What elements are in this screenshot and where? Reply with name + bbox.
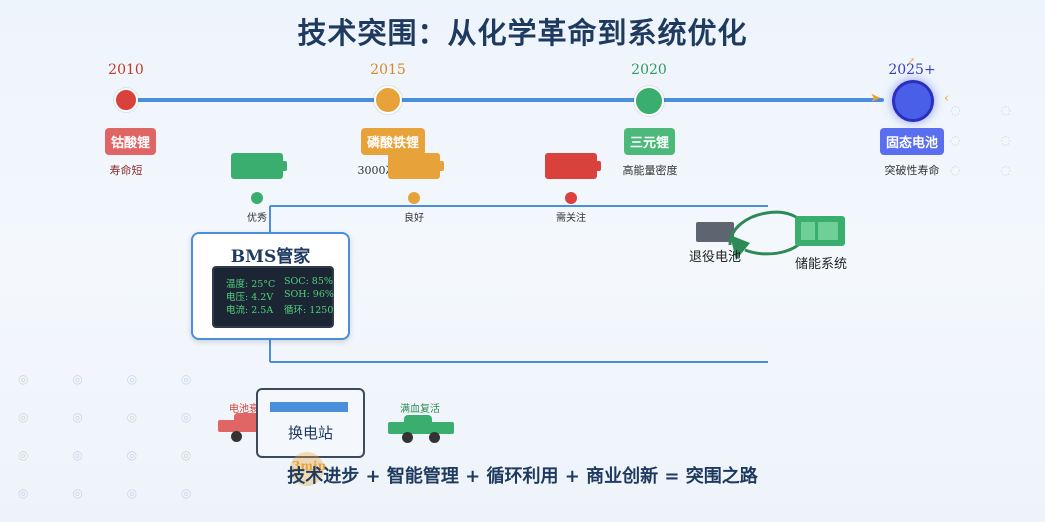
timeline-tag-ncm: 三元锂 xyxy=(624,128,676,155)
wheel-icon xyxy=(231,431,242,442)
swap-time-badge xyxy=(290,452,324,486)
bms-panel: BMS管家 温度: 25°C SOC: 85% 电压: 4.2V SOH: 96… xyxy=(191,232,350,340)
full-car-label: 满血复活 xyxy=(400,404,440,415)
timeline-tag-lco: 钴酸锂 xyxy=(105,128,157,155)
bms-temperature: 温度: 25°C xyxy=(226,279,276,290)
timeline-dot-2010 xyxy=(114,88,138,112)
retired-battery-label: 退役电池 xyxy=(689,250,742,265)
timeline-dot-2015 xyxy=(374,86,402,114)
sparkle-icon: ‹ xyxy=(944,91,950,106)
station-battery-bar xyxy=(270,402,348,412)
bms-screen: 温度: 25°C SOC: 85% 电压: 4.2V SOH: 96% 电流: … xyxy=(212,266,334,328)
bms-cycles: 循环: 1250 xyxy=(284,305,334,316)
storage-system-label: 储能系统 xyxy=(795,257,848,272)
wheel-icon xyxy=(402,432,413,443)
battery-icon-good xyxy=(388,153,444,179)
low-car-roof-icon xyxy=(234,413,260,423)
health-label-warning: 需关注 xyxy=(556,213,586,224)
timeline-year-2020: 2020 xyxy=(631,62,667,78)
timeline-line xyxy=(124,98,884,102)
full-car-roof-icon xyxy=(404,415,432,425)
bms-current: 电流: 2.5A xyxy=(226,305,274,316)
low-car-label: 电池衰减 xyxy=(229,404,269,415)
sparkle-icon: ↗ xyxy=(906,55,916,68)
timeline-note-2025: 突破性寿命 xyxy=(884,164,940,177)
timeline-dot-2025 xyxy=(892,80,934,122)
bms-title: BMS管家 xyxy=(230,247,311,267)
timeline-tag-lfp: 磷酸铁锂 xyxy=(361,128,426,155)
timeline-year-2025: 2025+ xyxy=(888,62,936,78)
retired-battery-icon xyxy=(696,222,734,242)
battery-icon-excellent xyxy=(231,153,287,179)
battery-icon-warning xyxy=(545,153,601,179)
bms-soc: SOC: 85% xyxy=(284,276,333,287)
station-label: 换电站 xyxy=(287,424,333,442)
timeline-note-2010: 寿命短 xyxy=(109,164,143,177)
timeline-tag-solid-state: 固态电池 xyxy=(880,128,945,155)
bms-voltage: 电压: 4.2V xyxy=(226,292,274,303)
health-dot-good xyxy=(408,192,420,204)
swap-time-label: 3min xyxy=(292,459,327,473)
wheel-icon xyxy=(429,432,440,443)
timeline-dot-2020 xyxy=(634,86,664,116)
timeline-year-2015: 2015 xyxy=(370,62,406,78)
health-label-excellent: 优秀 xyxy=(247,213,267,224)
timeline-note-2015: 3000次 xyxy=(357,164,397,177)
timeline-year-2010: 2010 xyxy=(108,62,144,78)
summary-equation: 技术进步 + 智能管理 + 循环利用 + 商业创新 = 突围之路 xyxy=(287,466,758,487)
health-dot-excellent xyxy=(251,192,263,204)
health-label-good: 良好 xyxy=(404,213,424,224)
page-title: 技术突围：从化学革命到系统优化 xyxy=(297,16,748,50)
health-dot-warning xyxy=(565,192,577,204)
decorative-grid: ◌ ◌◌ ◌◌ ◌ xyxy=(950,103,1029,177)
timeline-arrow-icon: ➤ xyxy=(870,91,881,106)
swap-station: 换电站 xyxy=(256,388,365,458)
timeline-note-2020: 高能量密度 xyxy=(622,164,678,177)
full-battery-car-icon xyxy=(388,422,454,434)
bms-soh: SOH: 96% xyxy=(284,289,334,300)
storage-system-icon xyxy=(795,216,845,246)
decorative-grid: ◎ ◎ ◎ ◎◎ ◎ ◎ ◎◎ ◎ ◎ ◎◎ ◎ ◎ ◎ xyxy=(18,372,212,500)
